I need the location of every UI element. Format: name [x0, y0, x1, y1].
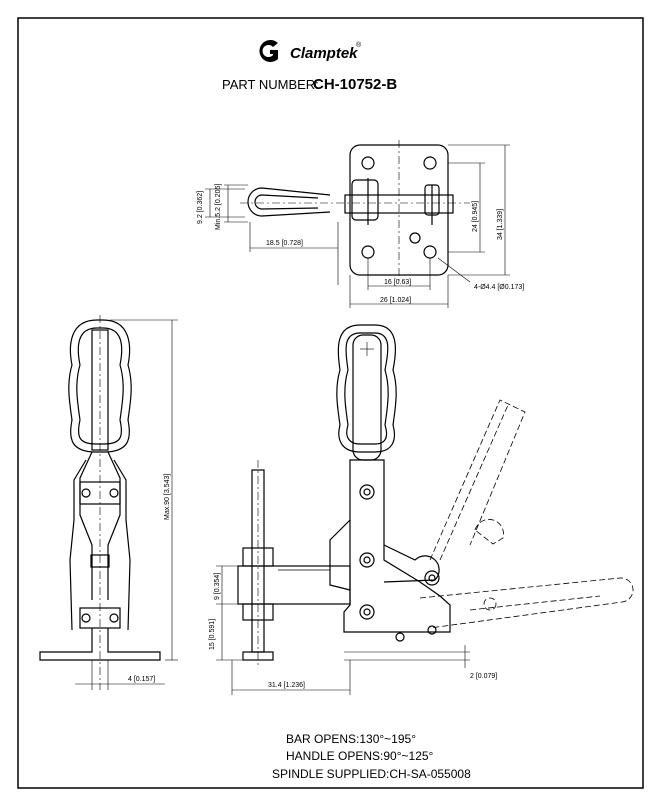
- center-hole: [409, 232, 421, 244]
- dim-15: 15 [0.591]: [209, 619, 216, 650]
- mount-hole: [361, 245, 375, 259]
- dim-2: 2 [0.079]: [470, 673, 497, 680]
- brand-logo: Clamptek ®: [259, 40, 362, 63]
- top-bar-loop: [247, 187, 331, 217]
- dim-24: 24 [0.945]: [472, 201, 479, 232]
- note-bar-opens: BAR OPENS:130°~195°: [286, 732, 416, 746]
- part-number-value: CH-10752-B: [313, 76, 397, 93]
- front-base: [39, 628, 161, 661]
- dim-31-4: 31.4 [1.236]: [268, 682, 305, 689]
- registered-mark: ®: [356, 41, 362, 49]
- side-link-plate: [329, 519, 351, 591]
- clamp-arm: [237, 565, 351, 605]
- note-spindle: SPINDLE SUPPLIED:CH-SA-055008: [272, 767, 471, 781]
- mount-hole: [361, 156, 375, 170]
- mount-hole: [423, 156, 437, 170]
- pivot-pin: [359, 604, 375, 620]
- dim-34: 34 [1.339]: [497, 209, 504, 240]
- side-view: [216, 324, 634, 695]
- side-grip-outline: [336, 324, 397, 453]
- grip-inner: [76, 327, 124, 445]
- front-pivot-block: [79, 607, 121, 629]
- grip-outline: [68, 319, 132, 453]
- pivot-pin: [359, 552, 375, 568]
- side-toggle-link: [383, 544, 440, 583]
- base-hole: [427, 625, 437, 635]
- top-link: [351, 179, 379, 221]
- top-view: [205, 140, 510, 308]
- dim-9: 9 [0.354]: [214, 573, 221, 600]
- pivot-pin: [424, 570, 440, 586]
- side-body: [343, 459, 451, 633]
- dim-min-5-2: Min.5.2 [0.205]: [215, 184, 222, 230]
- sheet-border: [17, 17, 644, 789]
- brand-name: Clamptek: [290, 45, 358, 62]
- dim-4: 4 [0.157]: [128, 676, 155, 683]
- dim-16: 16 [0.63]: [384, 279, 411, 286]
- dim-18-5: 18.5 [0.728]: [266, 240, 303, 247]
- side-grip-inner: [344, 332, 389, 445]
- note-handle-opens: HANDLE OPENS:90°~125°: [286, 749, 434, 763]
- mount-hole: [423, 245, 437, 259]
- dim-9-2: 9.2 [0.362]: [197, 191, 204, 224]
- front-small-block: [90, 554, 110, 568]
- top-bar-inner: [254, 194, 319, 210]
- front-linkage-outer: [69, 459, 131, 631]
- front-view: [39, 315, 178, 690]
- part-number-label: PART NUMBER:: [222, 77, 319, 92]
- dim-max-90: Max.90 [3.543]: [164, 474, 171, 520]
- dim-holes: 4-Ø4.4 [Ø0.173]: [474, 284, 524, 291]
- pivot-pin: [359, 484, 375, 500]
- dim-26: 26 [1.024]: [380, 297, 411, 304]
- base-hole: [395, 632, 405, 642]
- front-pivot-block: [79, 481, 121, 505]
- open-handle-phantom: [419, 399, 634, 629]
- front-linkage: [79, 451, 121, 600]
- brand-logo-icon: [259, 40, 278, 63]
